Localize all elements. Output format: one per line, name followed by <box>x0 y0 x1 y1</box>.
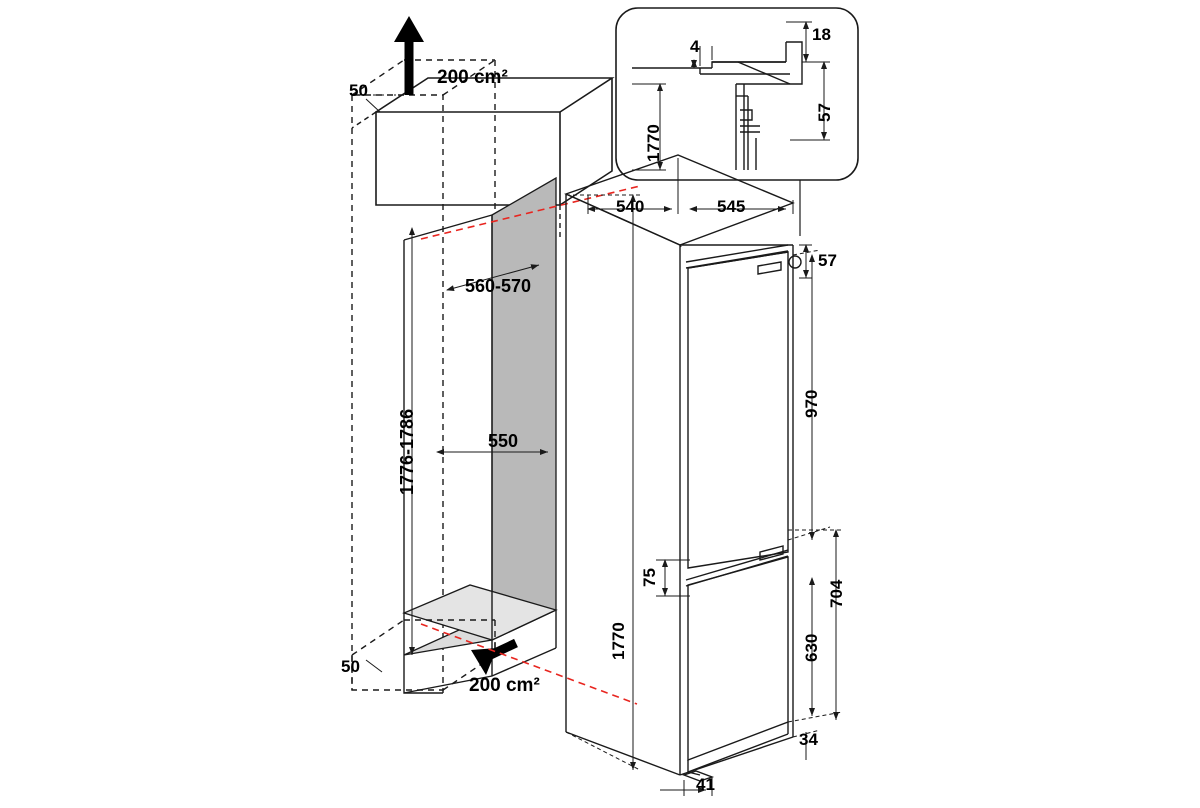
label-detail-total-height: 1770 <box>644 124 663 162</box>
label-niche-height-range: 1776-1786 <box>397 408 417 495</box>
label-freezer-door-height: 630 <box>802 633 821 662</box>
label-niche-bottom-gap: 50 <box>341 657 360 676</box>
label-niche-depth: 550 <box>488 431 519 451</box>
label-fridge-door-height: 970 <box>802 389 821 418</box>
label-niche-width-range: 560-570 <box>465 276 532 296</box>
label-door-gap: 75 <box>640 568 659 587</box>
label-detail-hinge-height: 57 <box>815 103 834 122</box>
label-appliance-depth: 540 <box>616 197 645 216</box>
label-hinge-offset: 57 <box>818 251 837 270</box>
label-vent-bottom: 200 cm² <box>469 675 540 696</box>
label-appliance-width: 545 <box>717 197 746 216</box>
label-detail-top-right: 18 <box>812 25 831 44</box>
label-niche-top-gap: 50 <box>349 81 368 100</box>
label-lower-section-height: 704 <box>827 579 846 608</box>
label-vent-top: 200 cm² <box>437 67 508 88</box>
label-appliance-height: 1770 <box>609 622 628 660</box>
label-detail-top-thickness: 4 <box>690 37 700 56</box>
label-plinth-height: 34 <box>799 730 818 749</box>
label-foot-depth: 41 <box>696 775 715 794</box>
